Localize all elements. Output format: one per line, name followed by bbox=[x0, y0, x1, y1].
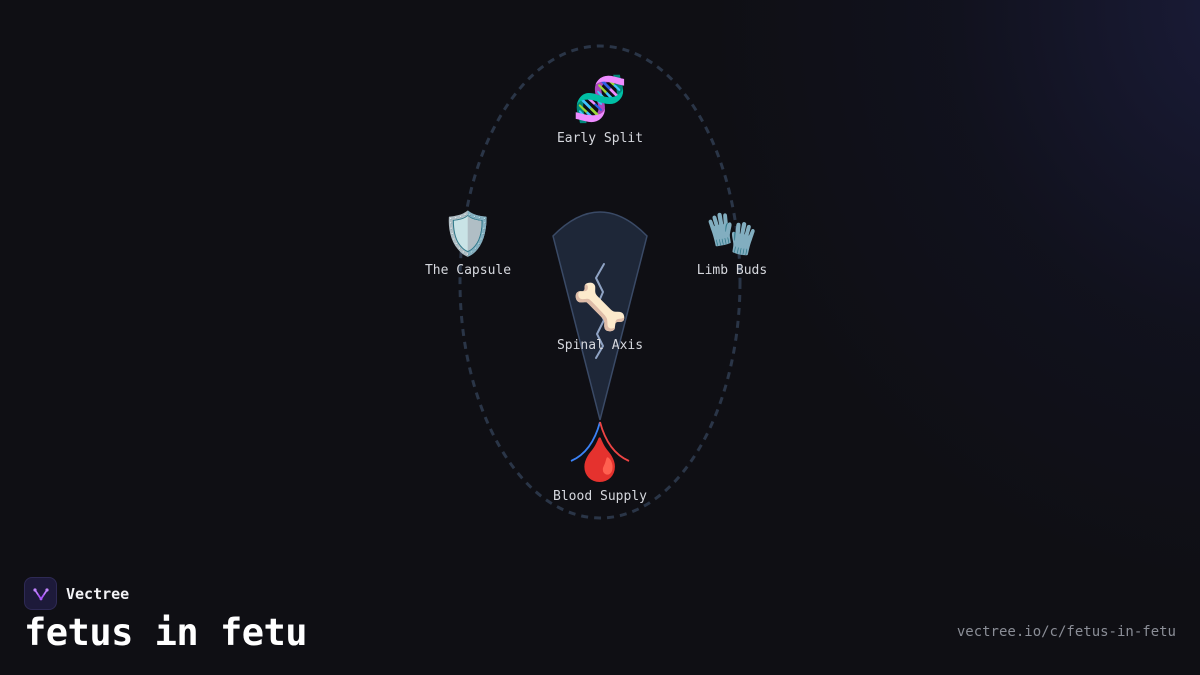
node-blood-supply[interactable]: 🩸 Blood Supply bbox=[553, 435, 647, 504]
node-label-early-split: Early Split bbox=[557, 131, 643, 146]
node-early-split[interactable]: 🧬 Early Split bbox=[557, 72, 643, 146]
node-label-the-capsule: The Capsule bbox=[425, 263, 511, 278]
brand-name: Vectree bbox=[66, 584, 130, 603]
shield-icon: 🛡️ bbox=[442, 209, 494, 258]
brand[interactable]: Vectree bbox=[24, 577, 129, 610]
node-label-blood-supply: Blood Supply bbox=[553, 489, 647, 504]
bone-icon: 🦴 bbox=[573, 280, 628, 333]
vessel-red bbox=[599, 421, 630, 462]
capsule-ring bbox=[458, 44, 742, 520]
blood-drop-icon: 🩸 bbox=[574, 435, 626, 484]
gloves-icon: 🧤 bbox=[706, 209, 758, 258]
node-limb-buds[interactable]: 🧤 Limb Buds bbox=[697, 209, 767, 278]
page-url-link[interactable]: vectree.io/c/fetus-in-fetu bbox=[956, 624, 1176, 640]
page-title: fetus in fetu bbox=[24, 611, 308, 654]
dna-icon: 🧬 bbox=[573, 72, 628, 125]
vessel-blue bbox=[570, 421, 601, 462]
node-spinal-axis[interactable]: 🦴 Spinal Axis bbox=[557, 280, 643, 353]
vectree-logo-icon bbox=[24, 577, 57, 610]
node-the-capsule[interactable]: 🛡️ The Capsule bbox=[425, 209, 511, 278]
node-label-spinal-axis: Spinal Axis bbox=[557, 338, 643, 353]
embryo-shape bbox=[552, 211, 648, 421]
spine-line bbox=[595, 263, 605, 359]
node-label-limb-buds: Limb Buds bbox=[697, 263, 767, 278]
